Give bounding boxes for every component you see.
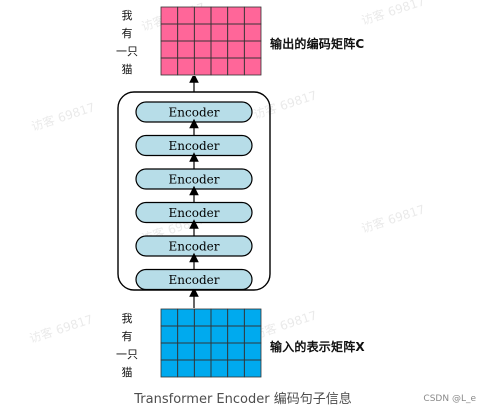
bottom-token: 有 [121, 330, 133, 343]
bottom-token: 一只 [116, 348, 138, 361]
input-matrix [160, 308, 262, 378]
top-token: 我 [121, 9, 133, 22]
footer-credit: CSDN @L_e [423, 394, 476, 404]
watermark: 访客 69817 [359, 202, 427, 236]
top-token: 有 [121, 27, 133, 40]
matrix-cell [243, 359, 262, 378]
matrix-cell [243, 57, 262, 76]
watermark: 访客 69817 [359, 0, 427, 28]
encoder-block-label: Encoder [169, 173, 220, 187]
output-matrix [160, 6, 262, 76]
top-token: 一只 [116, 45, 138, 58]
encoder-block-label: Encoder [169, 206, 220, 220]
encoder-block [135, 268, 253, 291]
encoder-block-label: Encoder [169, 106, 220, 120]
encoder-block-label: Encoder [169, 139, 220, 153]
watermark: 访客 69817 [29, 100, 97, 134]
output-matrix-label: 输出的编码矩阵C [270, 37, 365, 51]
encoder-block-label: Encoder [169, 273, 220, 287]
watermark: 访客 69817 [27, 312, 95, 346]
figure-caption: Transformer Encoder 编码句子信息 [134, 392, 352, 407]
encoder-stack: EncoderEncoderEncoderEncoderEncoderEncod… [117, 76, 271, 308]
bottom-token: 我 [121, 312, 133, 325]
bottom-token: 猫 [121, 366, 133, 379]
top-token: 猫 [121, 63, 133, 76]
input-matrix-label: 输入的表示矩阵X [270, 340, 365, 354]
encoder-block-label: Encoder [169, 240, 220, 254]
